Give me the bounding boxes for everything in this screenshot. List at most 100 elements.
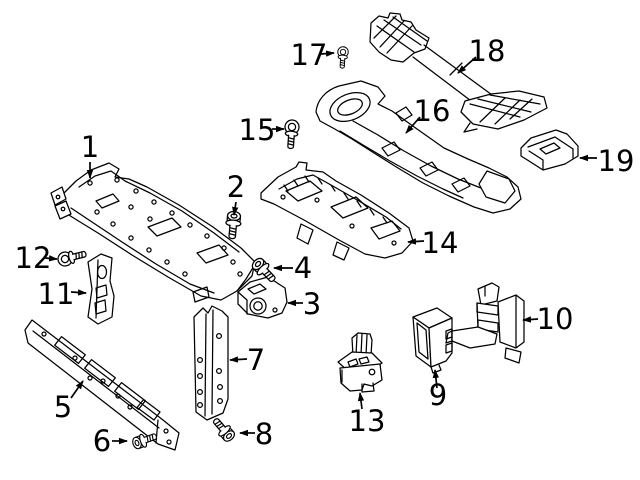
part-19-bracket[interactable] (520, 129, 579, 171)
callout-12-arrow (44, 255, 58, 262)
callout-9-arrow (432, 369, 440, 389)
cutout (147, 217, 182, 237)
callout-1-label[interactable]: 1 (81, 130, 99, 164)
callout-6-label[interactable]: 6 (93, 424, 111, 458)
side-face (428, 317, 453, 368)
foot-hook (445, 330, 453, 344)
part-1-radiator-support-panel[interactable] (50, 162, 256, 303)
lower-edge-line (70, 207, 215, 294)
foot-bottom (504, 347, 522, 364)
callout-18-arrow (457, 56, 477, 74)
outline (87, 253, 115, 325)
right-grid-lines (469, 94, 541, 125)
callout-4-label[interactable]: 4 (294, 251, 312, 285)
edge-line (237, 291, 248, 315)
part-5-lower-crossmember[interactable] (24, 319, 180, 451)
flange-line (32, 330, 160, 429)
column (497, 294, 525, 349)
rib (419, 161, 439, 177)
slot (95, 284, 108, 299)
hole (60, 206, 66, 212)
holes (41, 331, 172, 445)
slot (114, 381, 146, 411)
part-11-side-bracket[interactable] (87, 253, 115, 325)
part-8-bolt[interactable] (208, 414, 238, 445)
end-bracket (54, 200, 72, 220)
part-7-side-support[interactable] (193, 305, 229, 421)
outline (59, 162, 256, 301)
rail (476, 302, 479, 330)
mount-pad (192, 286, 210, 303)
part-9-control-module[interactable] (412, 307, 453, 374)
callout-17-arrow (320, 50, 335, 57)
top-clip (477, 282, 500, 306)
front-panel (416, 322, 429, 360)
opening (330, 196, 369, 219)
opening (285, 180, 323, 202)
duct-opening-inner (337, 98, 363, 116)
callout-8-label[interactable]: 8 (255, 417, 273, 451)
oval-hole (96, 264, 108, 280)
callout-10-label[interactable]: 10 (537, 302, 574, 336)
outline (315, 80, 522, 214)
cutout (196, 244, 229, 264)
slot (94, 299, 107, 315)
rib (451, 177, 471, 193)
part-17-screw[interactable] (336, 46, 349, 69)
callout-arrows (44, 50, 597, 445)
callout-5-label[interactable]: 5 (54, 390, 72, 424)
body-line (352, 120, 482, 189)
callout-18-label[interactable]: 18 (469, 34, 506, 68)
part-18-cowl-brace[interactable] (369, 12, 548, 133)
rung (476, 302, 499, 316)
callout-3-label[interactable]: 3 (303, 287, 321, 321)
rib (381, 141, 401, 157)
hole (55, 194, 61, 200)
part-3-mount-bracket[interactable] (237, 276, 288, 319)
end-box (478, 170, 516, 204)
slot (54, 335, 86, 365)
part-12-screw[interactable] (55, 246, 89, 269)
callout-15-label[interactable]: 15 (239, 113, 276, 147)
callout-12-label[interactable]: 12 (15, 241, 52, 275)
callout-17-label[interactable]: 17 (291, 38, 328, 72)
edge-line (211, 309, 214, 415)
holes (87, 177, 243, 277)
callout-labels: 1 2 3 4 5 6 7 8 9 10 11 12 13 14 15 16 1… (15, 34, 635, 458)
part-2-bolt[interactable] (223, 210, 243, 240)
hole (368, 368, 376, 376)
body (339, 363, 383, 392)
end-bracket (50, 186, 67, 206)
callout-16-arrow (405, 116, 421, 134)
tab (332, 241, 350, 261)
callout-19-label[interactable]: 19 (598, 144, 635, 178)
callout-2-arrow (232, 201, 239, 216)
tab (395, 106, 413, 122)
part-15-screw[interactable] (282, 118, 301, 150)
flange-line (78, 170, 240, 253)
hole (272, 307, 278, 313)
foot (361, 382, 375, 393)
callout-16-label[interactable]: 16 (414, 94, 451, 128)
outline (520, 129, 579, 171)
callout-13-label[interactable]: 13 (349, 404, 386, 438)
part-13-sensor[interactable] (337, 332, 383, 393)
holes (196, 332, 224, 409)
callout-14-arrow (407, 238, 425, 245)
part-16-cowl-duct[interactable] (315, 80, 522, 214)
callout-9-label[interactable]: 9 (429, 378, 447, 412)
end-step (236, 265, 255, 292)
left-grid-outline (369, 12, 430, 63)
slot (136, 398, 161, 421)
callout-11-label[interactable]: 11 (38, 277, 75, 311)
hatch (283, 175, 388, 224)
part-14-center-bracket[interactable] (260, 161, 414, 261)
callout-14-label[interactable]: 14 (422, 226, 459, 260)
callout-11-arrow (70, 289, 87, 296)
callout-2-label[interactable]: 2 (227, 170, 245, 204)
slot (539, 142, 561, 155)
part-10-module-bracket[interactable] (445, 282, 525, 364)
callout-7-label[interactable]: 7 (247, 343, 265, 377)
